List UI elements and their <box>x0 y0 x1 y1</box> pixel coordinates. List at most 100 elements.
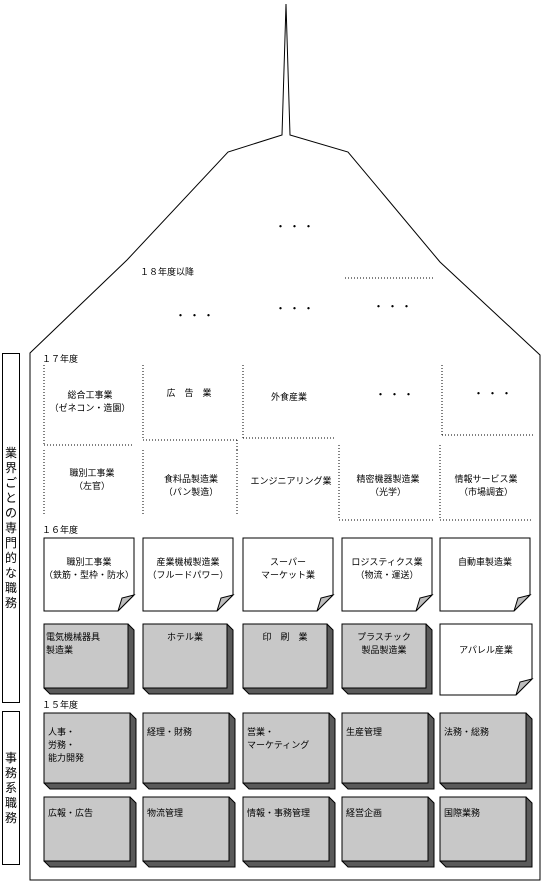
y17-row1-item-1: 広 告 業 <box>143 388 235 401</box>
year-label-17: １７年度 <box>42 355 79 365</box>
y16-row2-card-3-face <box>341 623 427 689</box>
y15-row2-label-4: 国際業務 <box>444 808 528 821</box>
y16-row2-card-0-face <box>43 623 129 689</box>
side-label-clerical-text: 事務系職務 <box>4 750 17 825</box>
y16-row1-label-0: 職別工事業 （鉄筋・型枠・防水） <box>44 557 134 583</box>
y16-row1-label-4-line-0: 自動車製造業 <box>457 558 512 568</box>
y16-row1-label-3-line-0: ロジスティクス業 <box>351 558 423 568</box>
y15-row2-label-2: 情報・事務管理 <box>247 808 331 821</box>
y15-row2-card-3 <box>341 796 435 868</box>
y16-row2-label-4-line-0: アパレル産業 <box>459 646 513 656</box>
y15-row2-label-4-line-0: 国際業務 <box>444 809 481 819</box>
y15-row1-card-4-face <box>439 712 527 784</box>
year-label-16: １６年度 <box>42 526 79 536</box>
y17-row2-item-3-line-1: （光学） <box>369 488 406 498</box>
ellipsis-18-2: ・・・ <box>275 302 317 315</box>
y15-row1-label-0-line-1: 労務・ <box>48 741 76 751</box>
y16-row2-label-0: 電気機械器具製造業 <box>46 632 126 658</box>
y15-row2-card-1 <box>142 796 236 868</box>
y15-row2-card-4-face <box>439 796 527 862</box>
y15-row1-label-1: 経理・財務 <box>147 727 227 740</box>
y16-row2-label-2-line-0: 印 刷 業 <box>262 633 308 643</box>
y16-row2-label-3-line-0: プラスチック <box>357 633 411 643</box>
y17-row2-item-0-line-0: 職別工事業 <box>69 469 115 479</box>
y15-row1-card-2-face <box>242 712 330 784</box>
y15-row2-card-1-face <box>142 796 230 862</box>
year-label-15: １５年度 <box>42 701 79 711</box>
y16-row1-card-2 <box>242 537 335 612</box>
y16-row2-card-4-fold <box>515 678 534 696</box>
y16-row1-card-4-sheet <box>439 537 531 612</box>
y15-row2-card-0 <box>43 796 137 868</box>
y15-row2-card-4 <box>439 796 533 868</box>
y17-row1-item-0-line-0: 総合工事業 <box>67 391 113 401</box>
y16-row1-card-1-fold <box>216 594 235 612</box>
year-label-18: １８年度以降 <box>140 268 195 278</box>
y16-row1-card-3 <box>341 537 434 612</box>
y16-row1-label-2-line-0: スーパー <box>270 558 306 568</box>
y15-row1-card-4 <box>439 712 533 790</box>
y17-row1-item-0-line-1: （ゼネコン・造園） <box>49 404 131 414</box>
y16-row2-card-1 <box>142 623 234 695</box>
y15-row1-label-1-line-0: 経理・財務 <box>147 728 193 738</box>
y16-row1-label-2: スーパーマーケット業 <box>243 557 333 583</box>
y15-row2-label-3: 経営企画 <box>346 808 430 821</box>
y16-row1-card-1 <box>142 537 235 612</box>
y17-row1-item-2: 外食産業 <box>243 392 335 405</box>
ellipsis-18-1: ・・・ <box>175 309 217 322</box>
ellipsis-17-5: ・・・ <box>473 387 515 400</box>
y16-row1-label-0-line-1: （鉄筋・型枠・防水） <box>44 571 135 581</box>
y16-row2-card-1-face <box>142 623 228 689</box>
side-label-specialized-text: 業界ごとの専門的な職務 <box>4 445 17 610</box>
y15-row2-label-0-line-0: 広報・広告 <box>48 809 94 819</box>
y16-row1-label-4: 自動車製造業 <box>440 557 530 570</box>
y15-row1-card-3-face <box>341 712 429 784</box>
y15-row2-card-2 <box>242 796 336 868</box>
y15-row1-card-1-face <box>142 712 230 784</box>
y15-row1-card-2 <box>242 712 336 790</box>
y16-row2-card-2-face <box>242 623 328 689</box>
y15-row2-label-2-line-0: 情報・事務管理 <box>247 809 311 819</box>
y16-row2-label-4: アパレル産業 <box>440 645 532 658</box>
y15-row1-card-0 <box>43 712 137 790</box>
y15-row2-card-3-face <box>341 796 429 862</box>
y17-row2-item-0-line-1: （左官） <box>73 482 110 492</box>
y16-row1-label-3: ロジスティクス業 （物流・運送） <box>342 557 432 583</box>
y15-row1-label-2-line-1: マーケティング <box>247 741 310 751</box>
y15-row1-label-4: 法務・総務 <box>444 727 524 740</box>
y17-row2-item-1-line-0: 食料品製造業 <box>163 475 218 485</box>
y16-row2-label-3: プラスチック製品製造業 <box>344 632 424 658</box>
side-label-clerical: 事務系職務 <box>2 711 20 865</box>
y16-row1-label-0-line-0: 職別工事業 <box>66 558 112 568</box>
y16-row1-card-0 <box>43 537 136 612</box>
y17-row2-item-4-line-0: 情報サービス業 <box>454 475 518 485</box>
y17-row2-item-4: 情報サービス業（市場調査） <box>438 474 534 500</box>
ellipsis-top: ・・・ <box>275 220 317 233</box>
y16-row2-label-2: 印 刷 業 <box>245 632 325 645</box>
y17-row1-item-1-line-0: 広 告 業 <box>166 389 212 399</box>
y15-row2-card-2-face <box>242 796 330 862</box>
y15-row1-label-0-line-2: 能力開発 <box>48 754 85 764</box>
y17-row2-item-2: エンジニアリング業 <box>243 476 339 489</box>
y15-row2-label-1-line-0: 物流管理 <box>147 809 184 819</box>
y15-row1-label-3: 生産管理 <box>346 727 426 740</box>
y16-row1-card-3-fold <box>415 594 434 612</box>
y15-row2-card-0-face <box>43 796 131 862</box>
y16-row1-card-2-fold <box>316 594 335 612</box>
y16-row2-label-1-line-0: ホテル業 <box>166 633 203 643</box>
y16-row2-card-2 <box>242 623 334 695</box>
y15-row2-label-0: 広報・広告 <box>48 808 132 821</box>
y17-row2-item-2-line-0: エンジニアリング業 <box>250 477 332 487</box>
y16-row2-card-3 <box>341 623 433 695</box>
y15-row1-label-2: 営業・マーケティング <box>247 727 327 753</box>
y16-row1-label-3-line-1: （物流・運送） <box>355 571 419 581</box>
y15-row1-label-0: 人事・労務・能力開発 <box>48 727 128 766</box>
y16-row2-card-4 <box>439 623 534 696</box>
y15-row1-label-4-line-0: 法務・総務 <box>444 728 490 738</box>
y16-row2-card-0 <box>43 623 135 695</box>
ellipsis-18-3: ・・・ <box>373 300 415 313</box>
y17-row2-item-3: 精密機器製造業（光学） <box>340 474 436 500</box>
y16-row2-label-1: ホテル業 <box>145 632 225 645</box>
y15-row1-card-0-face <box>43 712 131 784</box>
